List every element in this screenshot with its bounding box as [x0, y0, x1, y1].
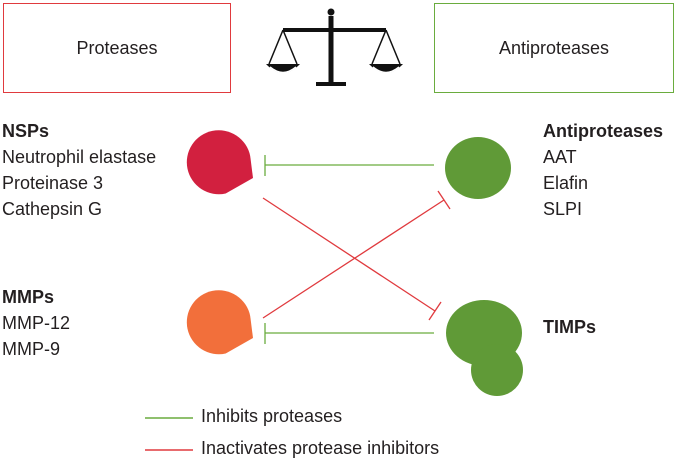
antiprotease-item: AAT	[543, 147, 577, 167]
inactivation-line-nsp-to-timp	[262, 197, 442, 321]
proteases-label: Proteases	[76, 37, 158, 58]
mmp-item: MMP-12	[2, 313, 71, 333]
antiprotease-item: Elafin	[543, 173, 589, 193]
inhibition-line-timp-to-mmp	[264, 323, 434, 344]
timps-heading: TIMPs	[543, 317, 597, 337]
timp-blob-icon	[446, 300, 523, 396]
mmp-pacman-icon	[186, 290, 253, 355]
mmps-heading: MMPs	[2, 287, 55, 307]
nsps-heading: NSPs	[2, 121, 50, 141]
antiproteases-heading: Antiproteases	[543, 121, 664, 141]
antiprotease-ellipse-icon	[445, 137, 511, 199]
antiprotease-item: SLPI	[543, 199, 583, 219]
nsp-item: Cathepsin G	[2, 199, 103, 219]
balance-scale-icon	[266, 8, 403, 86]
nsp-pacman-icon	[186, 130, 253, 195]
antiproteases-box: Antiproteases	[434, 3, 674, 93]
inactivation-line-mmp-to-antiprotease	[262, 190, 451, 319]
nsp-item: Neutrophil elastase	[2, 147, 157, 167]
legend-red-label: Inactivates protease inhibitors	[201, 438, 440, 458]
inhibition-line-antiprotease-to-nsp	[264, 155, 434, 176]
antiproteases-label: Antiproteases	[498, 37, 610, 58]
nsp-item: Proteinase 3	[2, 173, 104, 193]
legend-green-label: Inhibits proteases	[201, 406, 343, 426]
mmp-item: MMP-9	[2, 339, 60, 359]
proteases-box: Proteases	[3, 3, 231, 93]
